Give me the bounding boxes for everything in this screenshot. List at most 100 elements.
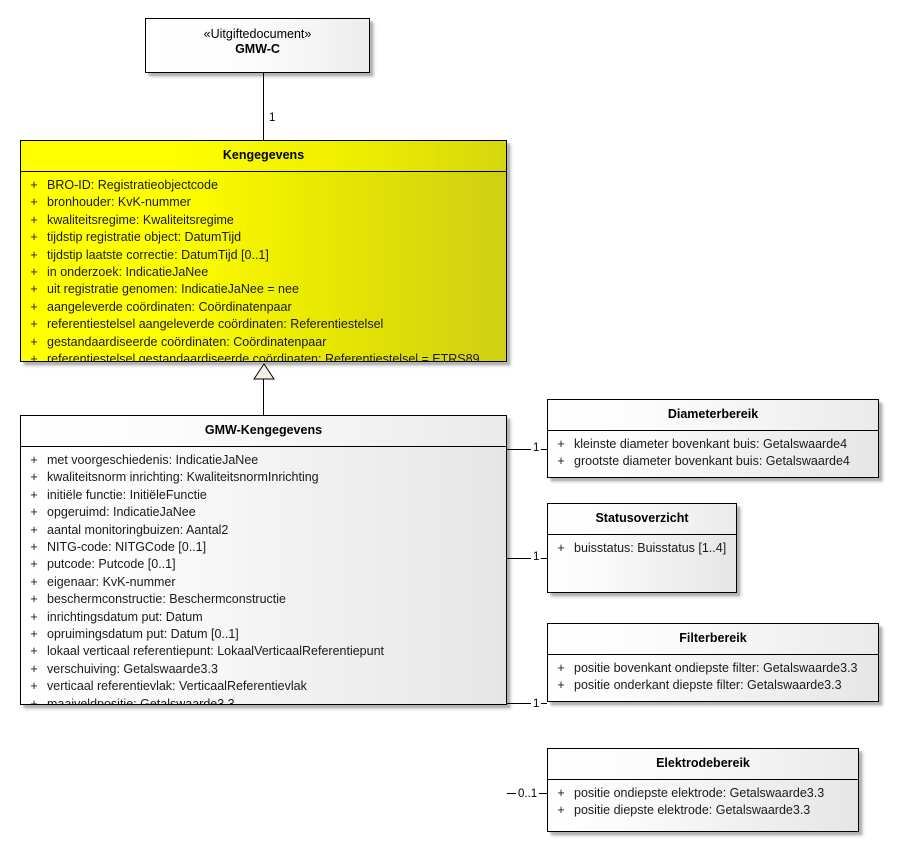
attribute-text: lokaal verticaal referentiepunt: LokaalV… (47, 644, 385, 659)
class-box-filterbereik[interactable]: Filterbereik + positie bovenkant ondiepst… (547, 623, 879, 702)
attribute-visibility: + (30, 352, 38, 362)
connector-gmw-diameterbereik (507, 449, 547, 450)
connector-gmw-statusoverzicht (507, 558, 547, 559)
attribute-text: NITG-code: NITGCode [0..1] (47, 540, 207, 555)
class-name-filterbereik: Filterbereik (679, 631, 747, 645)
class-header-elektrodebereik: Elektrodebereik (548, 749, 858, 780)
attribute-text: verschuiving: Getalswaarde3.3 (47, 661, 218, 676)
class-box-kengegevens[interactable]: Kengegevens + BRO-ID: Registratieobjectco… (20, 140, 507, 362)
attribute-text: bronhouder: KvK-nummer (47, 195, 191, 210)
attribute-text: BRO-ID: Registratieobjectcode (47, 178, 218, 192)
class-header-statusoverzicht: Statusoverzicht (548, 504, 736, 535)
class-name-statusoverzicht: Statusoverzicht (595, 511, 689, 525)
attribute-text: aantal monitoringbuizen: Aantal2 (47, 522, 229, 537)
connector-gmwc-kengegevens (263, 73, 264, 140)
attribute-visibility: + (30, 453, 38, 467)
class-stereotype-gmw-c: «Uitgiftedocument» (203, 27, 312, 41)
attribute-text: grootste diameter bovenkant buis: Getals… (574, 454, 850, 469)
attribute-visibility: + (30, 557, 38, 572)
attribute-row: + referentiestelsel aangeleverde coördina… (21, 316, 506, 333)
class-box-gmw-c[interactable]: «Uitgiftedocument» GMW-C (145, 18, 370, 73)
attribute-visibility: + (30, 592, 38, 607)
attribute-visibility: + (30, 334, 38, 349)
attribute-visibility: + (30, 195, 38, 210)
attribute-visibility: + (30, 540, 38, 555)
attribute-row: + beschermconstructie: Beschermconstructi… (21, 591, 506, 608)
attribute-text: gestandaardiseerde coördinaten: Coördina… (47, 334, 327, 349)
attribute-row: +aantal monitoringbuizen: Aantal2 (21, 522, 506, 539)
class-header-gmw-c: «Uitgiftedocument» GMW-C (146, 19, 369, 65)
attribute-list-statusoverzicht: + buisstatus: Buisstatus [1..4] (548, 535, 736, 563)
attribute-row: +in onderzoek: IndicatieJaNee (21, 264, 506, 281)
class-header-kengegevens: Kengegevens (21, 141, 506, 172)
attribute-row: + uit registratie genomen: IndicatieJaNee… (21, 281, 506, 298)
attribute-visibility: + (30, 299, 38, 314)
class-name-gmw-kengegevens: GMW-Kengegevens (204, 423, 323, 437)
class-name-diameterbereik: Diameterbereik (667, 407, 759, 421)
attribute-text: referentiestelsel aangeleverde coördinat… (47, 317, 384, 332)
attribute-list-kengegevens: + BRO-ID: Registratieobjectcode + bronhoude… (21, 172, 506, 362)
attribute-visibility: + (557, 786, 565, 800)
attribute-text: beschermconstructie: Beschermconstructie (47, 592, 286, 607)
attribute-visibility: + (30, 644, 38, 659)
attribute-visibility: + (30, 212, 38, 227)
attribute-text: positie bovenkant ondiepste filter: Geta… (574, 661, 858, 675)
attribute-visibility: + (30, 679, 38, 694)
class-name-kengegevens: Kengegevens (222, 148, 305, 162)
class-box-gmw-kengegevens[interactable]: GMW-Kengegevens +met voorgeschiedenis: I… (20, 415, 507, 705)
attribute-text: buisstatus: Buisstatus [1..4] (574, 541, 727, 555)
attribute-visibility: + (30, 505, 38, 520)
attribute-visibility: + (30, 470, 38, 485)
attribute-row: +kleinste diameter bovenkant buis: Getal… (548, 436, 878, 453)
multiplicity-filterbereik: 1 (531, 697, 542, 712)
class-box-diameterbereik[interactable]: Diameterbereik +kleinste diameter bovenk… (547, 399, 879, 478)
attribute-row: +referentiestelsel gestandaardiseerde co… (21, 351, 506, 362)
attribute-visibility: + (30, 487, 38, 502)
attribute-visibility: + (30, 178, 38, 192)
generalization-arrow-kengegevens (253, 363, 275, 380)
class-name-elektrodebereik: Elektrodebereik (656, 756, 750, 770)
attribute-text: kleinste diameter bovenkant buis: Getals… (574, 437, 848, 451)
attribute-row: + positie bovenkant ondiepste filter: Get… (548, 660, 878, 677)
class-box-elektrodebereik[interactable]: Elektrodebereik + positie ondiepste elekt… (547, 748, 859, 832)
attribute-visibility: + (30, 627, 38, 642)
attribute-visibility: + (30, 230, 38, 245)
attribute-text: maaiveldpositie: Getalswaarde3.3 (47, 696, 235, 705)
attribute-row: +aangeleverde coördinaten: Coördinatenpa… (21, 299, 506, 316)
attribute-visibility: + (30, 317, 38, 332)
attribute-text: positie ondiepste elektrode: Getalswaard… (574, 786, 825, 800)
attribute-list-elektrodebereik: + positie ondiepste elektrode: Getalswaar… (548, 780, 858, 826)
attribute-visibility: + (30, 609, 38, 624)
attribute-visibility: + (557, 803, 565, 818)
attribute-row: + positie ondiepste elektrode: Getalswaar… (548, 785, 858, 802)
attribute-row: +tijdstip registratie object: DatumTijd (21, 229, 506, 246)
attribute-text: kwaliteitsnorm inrichting: Kwaliteitsnor… (47, 470, 319, 485)
connector-generalization-line (263, 379, 264, 415)
class-name-gmw-c: GMW-C (235, 42, 280, 56)
attribute-text: in onderzoek: IndicatieJaNee (47, 265, 209, 280)
attribute-text: uit registratie genomen: IndicatieJaNee … (47, 282, 299, 297)
attribute-row: +grootste diameter bovenkant buis: Getal… (548, 453, 878, 470)
attribute-visibility: + (557, 678, 565, 693)
attribute-row: +inrichtingsdatum put: Datum (21, 609, 506, 626)
attribute-row: +initiële functie: InitiëleFunctie (21, 487, 506, 504)
attribute-visibility: + (557, 541, 565, 555)
attribute-row: + gestandaardiseerde coördinaten: Coördin… (21, 334, 506, 351)
attribute-row: + tijdstip laatste correctie: DatumTijd [… (21, 247, 506, 264)
attribute-text: opruimingsdatum put: Datum [0..1] (47, 627, 239, 642)
attribute-visibility: + (30, 574, 38, 589)
attribute-visibility: + (30, 282, 38, 297)
class-box-statusoverzicht[interactable]: Statusoverzicht + buisstatus: Buisstatus … (547, 503, 737, 593)
attribute-visibility: + (30, 247, 38, 262)
attribute-row: +verschuiving: Getalswaarde3.3 (21, 661, 506, 678)
attribute-text: tijdstip laatste correctie: DatumTijd [0… (47, 247, 269, 262)
attribute-visibility: + (557, 661, 565, 675)
attribute-row: +met voorgeschiedenis: IndicatieJaNee (21, 452, 506, 469)
multiplicity-gmwc-kengegevens: 1 (267, 111, 278, 126)
attribute-text: kwaliteitsregime: Kwaliteitsregime (47, 212, 234, 227)
attribute-row: +verticaal referentievlak: VerticaalRefe… (21, 678, 506, 695)
attribute-row: +putcode: Putcode [0..1] (21, 556, 506, 573)
attribute-row: + buisstatus: Buisstatus [1..4] (548, 540, 736, 557)
attribute-row: + kwaliteitsregime: Kwaliteitsregime (21, 212, 506, 229)
